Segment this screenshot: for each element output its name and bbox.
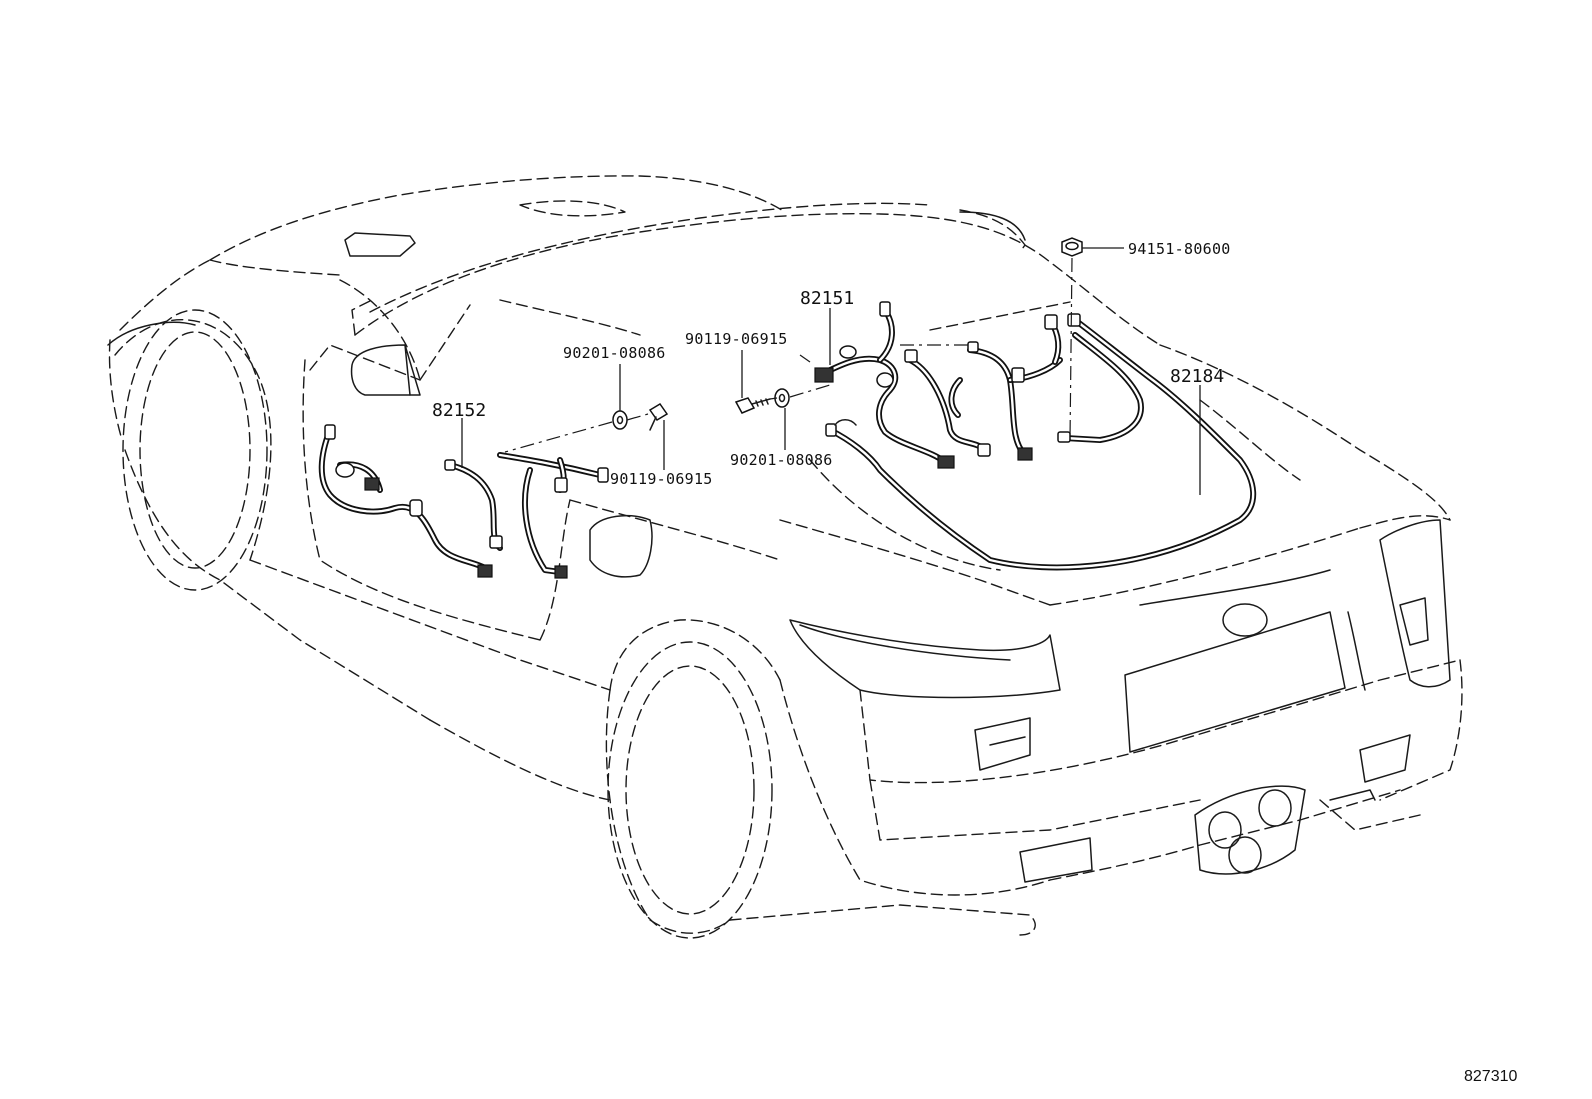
- harness-82151: [814, 301, 1063, 469]
- label-82151: 82151: [800, 288, 854, 309]
- leader-lines: [461, 247, 1201, 495]
- car-body-outline: [107, 175, 1463, 939]
- assembly-lines: [504, 257, 1073, 453]
- harness-82152: [318, 424, 609, 579]
- label-90201-08086-right: 90201-08086: [730, 451, 833, 469]
- label-94151-80600: 94151-80600: [1128, 240, 1231, 258]
- label-82152: 82152: [432, 400, 486, 421]
- part-labels: 82151 82152 82184 94151-80600 90119-0691…: [432, 240, 1231, 488]
- bolt-90119-06915-right: [734, 397, 771, 414]
- hardware-parts: [612, 237, 1083, 431]
- harness-82184: [825, 313, 1257, 571]
- label-90201-08086-left: 90201-08086: [563, 344, 666, 362]
- nut-94151-80600: [1061, 237, 1083, 257]
- label-90119-06915-right: 90119-06915: [685, 330, 788, 348]
- washer-90201-08086-right: [774, 388, 790, 408]
- figure-code: 827310: [1464, 1068, 1517, 1085]
- bolt-90119-06915-left: [648, 402, 669, 431]
- label-90119-06915-left: 90119-06915: [610, 470, 713, 488]
- washer-90201-08086-left: [612, 410, 628, 430]
- label-82184: 82184: [1170, 366, 1224, 387]
